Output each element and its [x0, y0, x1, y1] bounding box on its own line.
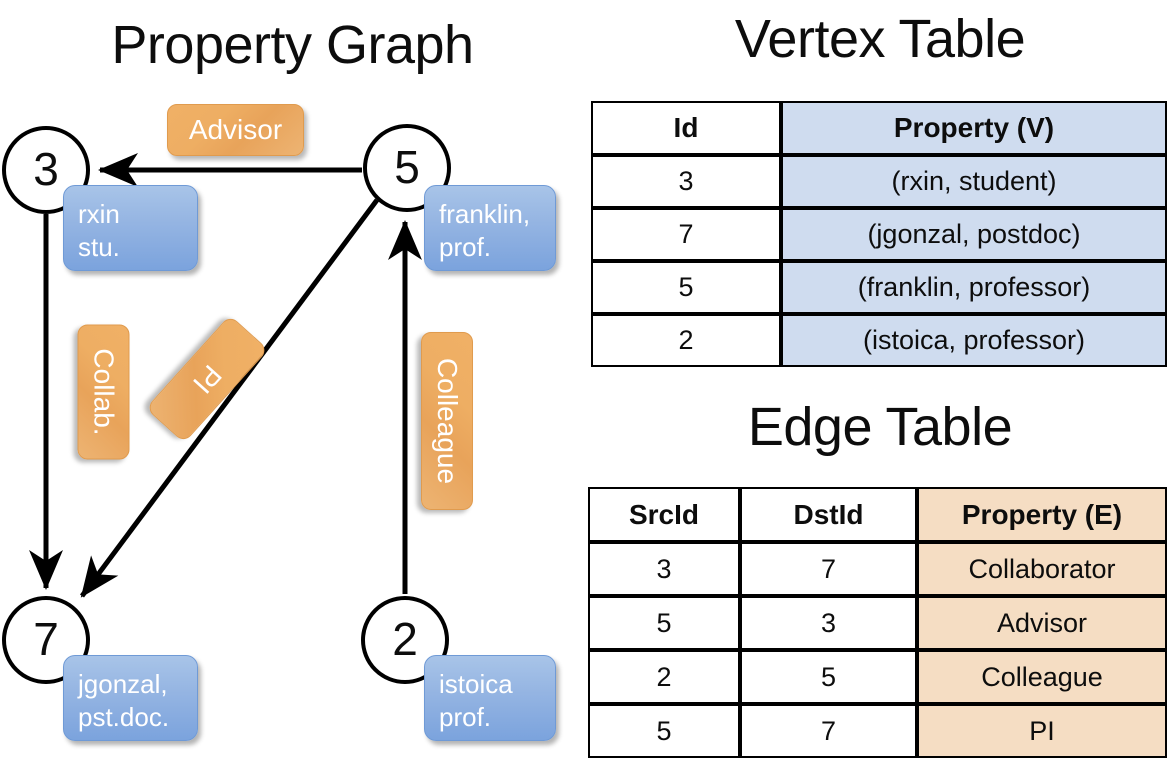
vertex-table-cell-id: 3	[591, 155, 781, 208]
vertex-table-cell-id: 7	[591, 208, 781, 261]
graph-node-2-property-line2: prof.	[439, 701, 492, 732]
table-header-row: Id Property (V)	[591, 101, 1167, 155]
edge-table-cell-srcid: 5	[588, 596, 740, 650]
graph-edge-arrows	[29, 153, 422, 598]
graph-edge-label-collab-text: Collab.	[88, 348, 120, 436]
graph-edge-5-to-7	[79, 198, 380, 598]
graph-node-7-property-line2: pst.doc.	[78, 701, 170, 732]
edge-table-cell-srcid: 3	[588, 542, 740, 596]
edge-table-cell-dstid: 5	[740, 650, 917, 704]
graph-edge-label-colleague-text: Colleague	[432, 357, 463, 485]
graph-node-7-label: 7	[33, 613, 59, 665]
graph-node-3-label: 3	[33, 143, 59, 195]
table-row[interactable]: 5 (franklin, professor)	[591, 261, 1167, 314]
graph-node-2-property-box[interactable]: istoica prof.	[424, 655, 556, 741]
edge-table-cell-dstid: 7	[740, 704, 917, 758]
graph-node-5-property-line1: franklin,	[439, 199, 531, 229]
table-row[interactable]: 3 (rxin, student)	[591, 155, 1167, 208]
edge-table-cell-dstid: 7	[740, 542, 917, 596]
edge-table-cell-property: Colleague	[917, 650, 1167, 704]
table-row[interactable]: 7 (jgonzal, postdoc)	[591, 208, 1167, 261]
table-row[interactable]: 2 5 Colleague	[588, 650, 1167, 704]
graph-node-7-property-box[interactable]: jgonzal, pst.doc.	[63, 655, 198, 741]
graph-node-5-property-box[interactable]: franklin, prof.	[424, 185, 556, 271]
section-title-edge-table: Edge Table	[747, 397, 1013, 457]
vertex-table-cell-property: (franklin, professor)	[781, 261, 1167, 314]
graph-edge-label-collab[interactable]: Collab.	[77, 324, 130, 460]
section-title-vertex-table: Vertex Table	[734, 9, 1026, 69]
edge-table-header-srcid: SrcId	[588, 487, 740, 542]
edge-table-header-dstid: DstId	[740, 487, 917, 542]
graph-node-5[interactable]: 5	[363, 124, 451, 212]
edge-table-cell-dstid: 3	[740, 596, 917, 650]
graph-edge-label-pi-text: PI	[186, 359, 228, 400]
vertex-table-cell-id: 5	[591, 261, 781, 314]
edge-table-cell-property: Collaborator	[917, 542, 1167, 596]
table-row[interactable]: 5 7 PI	[588, 704, 1167, 758]
property-graph-diagram: 3 5 7 2 Advisor Collab. PI Colleague rxi…	[2, 104, 556, 741]
table-row[interactable]: 5 3 Advisor	[588, 596, 1167, 650]
vertex-table: Id Property (V) 3 (rxin, student) 7 (jgo…	[591, 101, 1167, 367]
vertex-table-cell-property: (istoica, professor)	[781, 314, 1167, 367]
vertex-table-header-property: Property (V)	[781, 101, 1167, 155]
vertex-table-cell-property: (rxin, student)	[781, 155, 1167, 208]
graph-node-5-label: 5	[394, 141, 420, 193]
graph-edge-label-colleague[interactable]: Colleague	[421, 332, 473, 510]
edge-table-cell-srcid: 2	[588, 650, 740, 704]
table-row[interactable]: 3 7 Collaborator	[588, 542, 1167, 596]
edge-table-cell-srcid: 5	[588, 704, 740, 758]
graph-node-3-property-box[interactable]: rxin stu.	[63, 185, 198, 271]
edge-table-cell-property: PI	[917, 704, 1167, 758]
edge-table-cell-property: Advisor	[917, 596, 1167, 650]
vertex-table-cell-id: 2	[591, 314, 781, 367]
graph-node-3-property-line2: stu.	[78, 231, 120, 262]
edge-table-header-property: Property (E)	[917, 487, 1167, 542]
edge-table: SrcId DstId Property (E) 3 7 Collaborato…	[588, 487, 1167, 758]
graph-node-2-property-line1: istoica	[439, 669, 513, 699]
graph-node-5-property-line2: prof.	[439, 231, 492, 262]
graph-node-2[interactable]: 2	[361, 596, 449, 684]
graph-node-2-label: 2	[392, 613, 418, 665]
table-header-row: SrcId DstId Property (E)	[588, 487, 1167, 542]
graph-edge-label-advisor[interactable]: Advisor	[167, 104, 304, 156]
graph-node-3-property-line1: rxin	[78, 199, 120, 229]
page-title-property-graph: Property Graph	[111, 15, 474, 75]
graph-node-7-property-line1: jgonzal,	[78, 669, 168, 699]
vertex-table-cell-property: (jgonzal, postdoc)	[781, 208, 1167, 261]
vertex-table-header-id: Id	[591, 101, 781, 155]
graph-edge-label-advisor-text: Advisor	[188, 114, 283, 145]
table-row[interactable]: 2 (istoica, professor)	[591, 314, 1167, 367]
